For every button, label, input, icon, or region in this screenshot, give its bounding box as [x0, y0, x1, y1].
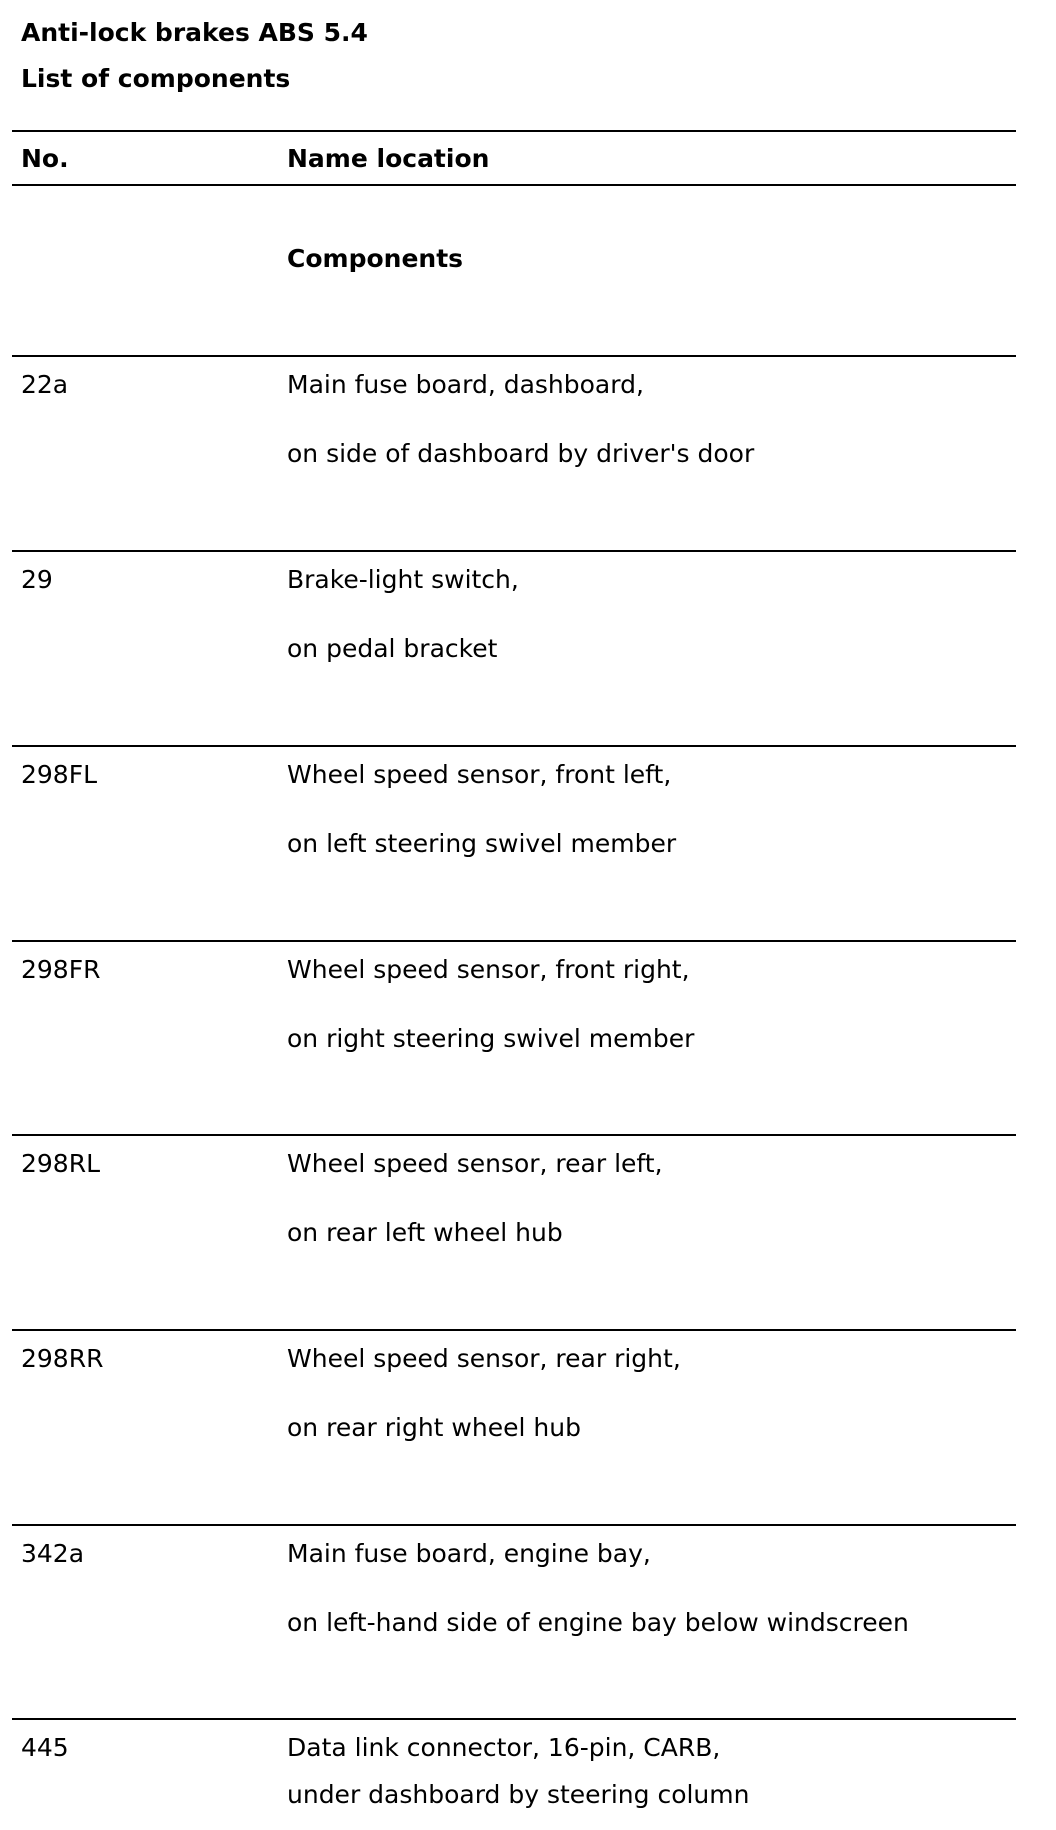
row-rule: [12, 355, 1016, 357]
row-rule: [12, 1524, 1016, 1526]
header-bottom-rule: [12, 184, 1016, 186]
component-number: 29: [21, 565, 53, 594]
component-location: on left steering swivel member: [287, 829, 677, 858]
row-rule: [12, 1718, 1016, 1720]
component-name: Wheel speed sensor, rear left,: [287, 1149, 663, 1178]
component-name: Data link connector, 16-pin, CARB,: [287, 1733, 721, 1762]
header-no: No.: [21, 144, 69, 173]
component-number: 298RL: [21, 1149, 101, 1178]
component-number: 298FL: [21, 760, 98, 789]
component-number: 342a: [21, 1539, 85, 1568]
component-number: 298RR: [21, 1344, 104, 1373]
document-subtitle: List of components: [21, 64, 291, 93]
component-location: on rear right wheel hub: [287, 1413, 581, 1442]
row-rule: [12, 1134, 1016, 1136]
component-location: on left-hand side of engine bay below wi…: [287, 1608, 909, 1637]
component-number: 445: [21, 1733, 69, 1762]
component-location: on side of dashboard by driver's door: [287, 439, 755, 468]
component-location: on rear left wheel hub: [287, 1218, 563, 1247]
component-location: on pedal bracket: [287, 634, 498, 663]
component-name: Main fuse board, engine bay,: [287, 1539, 651, 1568]
row-rule: [12, 1329, 1016, 1331]
component-location: on right steering swivel member: [287, 1024, 695, 1053]
row-rule: [12, 745, 1016, 747]
component-name: Wheel speed sensor, rear right,: [287, 1344, 681, 1373]
component-location: under dashboard by steering column: [287, 1780, 750, 1809]
component-name: Wheel speed sensor, front right,: [287, 955, 690, 984]
component-number: 22a: [21, 370, 69, 399]
component-name: Brake-light switch,: [287, 565, 519, 594]
row-rule: [12, 550, 1016, 552]
document-title: Anti-lock brakes ABS 5.4: [21, 18, 368, 47]
table-top-rule: [12, 130, 1016, 132]
component-name: Wheel speed sensor, front left,: [287, 760, 672, 789]
row-rule: [12, 940, 1016, 942]
section-label: Components: [287, 244, 464, 273]
component-number: 298FR: [21, 955, 101, 984]
component-name: Main fuse board, dashboard,: [287, 370, 644, 399]
header-name-location: Name location: [287, 144, 490, 173]
